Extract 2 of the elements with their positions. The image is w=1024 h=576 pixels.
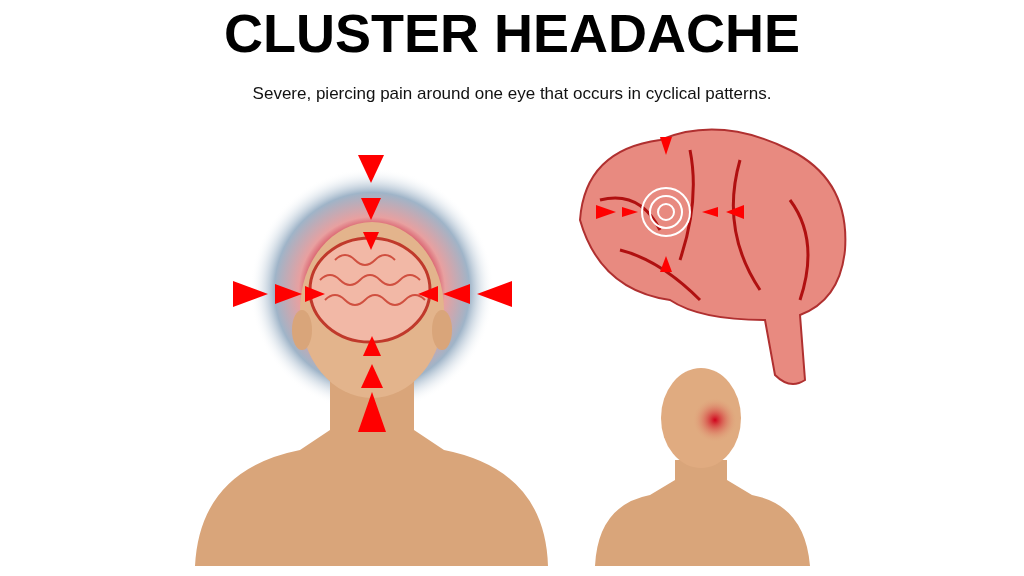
subtitle: Severe, piercing pain around one eye that occurs in cyclical patterns. — [252, 84, 772, 104]
title: CLUSTER HEADACHE — [224, 2, 800, 64]
